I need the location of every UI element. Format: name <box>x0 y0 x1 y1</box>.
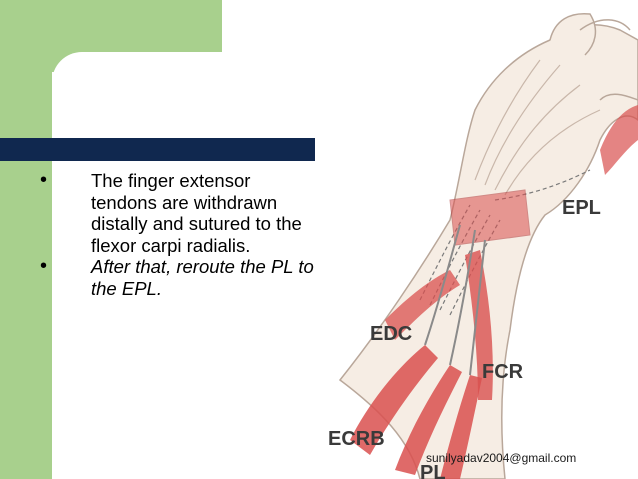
decorative-green-strip <box>0 0 52 479</box>
bullet-text-1: The finger extensor tendons are withdraw… <box>91 170 302 256</box>
label-ecrb: ECRB <box>328 428 385 450</box>
bullet-icon: • <box>40 255 48 277</box>
footer-email: sunilyadav2004@gmail.com <box>426 451 577 465</box>
bullet-item-2: • After that, reroute the PL to the EPL. <box>40 255 315 299</box>
label-epl: EPL <box>562 197 601 219</box>
forearm-tendon-illustration: EPL EDC FCR ECRB PL <box>328 12 638 479</box>
bullet-item-1: • The finger extensor tendons are withdr… <box>40 169 315 256</box>
bullet-text-2: After that, reroute the PL to the EPL. <box>91 256 314 299</box>
label-pl: PL <box>420 462 446 479</box>
title-accent-bar <box>0 138 315 161</box>
label-fcr: FCR <box>482 361 524 383</box>
label-edc: EDC <box>370 323 412 345</box>
bullet-icon: • <box>40 169 48 191</box>
bullet-list: • The finger extensor tendons are withdr… <box>40 169 315 299</box>
